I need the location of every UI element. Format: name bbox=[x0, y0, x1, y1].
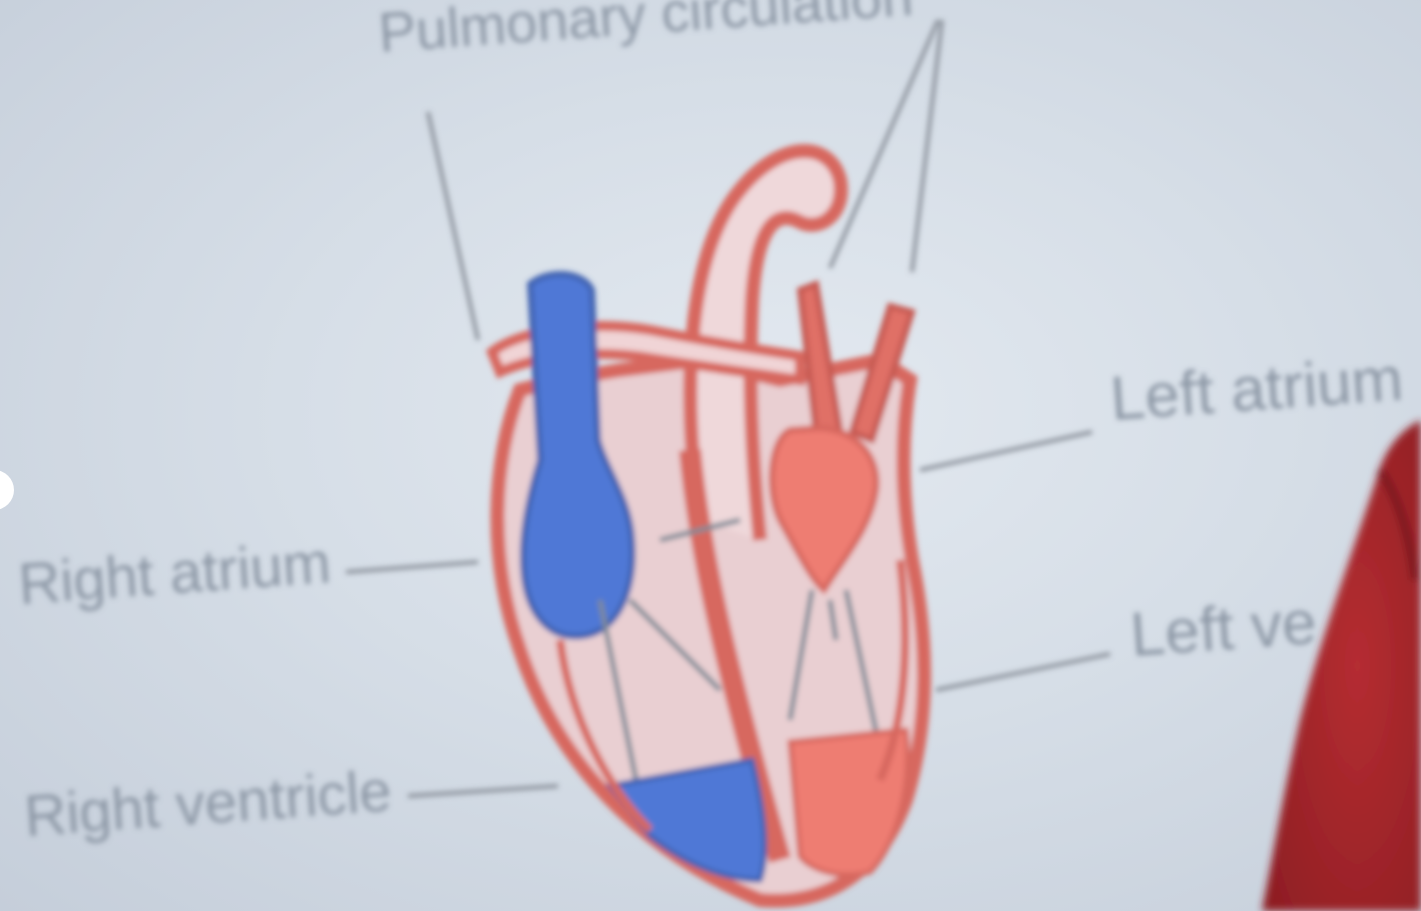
label-left-ventricle: Left ve bbox=[1128, 588, 1318, 670]
pointer-pulmonary-right bbox=[912, 20, 942, 272]
label-left-atrium: Left atrium bbox=[1108, 345, 1405, 434]
edge-marker-icon bbox=[0, 470, 14, 510]
label-right-atrium: Right atrium bbox=[16, 530, 332, 617]
label-right-ventricle: Right ventricle bbox=[22, 758, 393, 848]
presenter bbox=[1262, 420, 1421, 911]
pointer-right-ventricle bbox=[408, 786, 558, 796]
pointer-pulmonary-mid bbox=[830, 20, 938, 268]
pointer-left-ventricle bbox=[936, 654, 1110, 690]
pointer-left-atrium bbox=[920, 432, 1092, 470]
pointer-right-atrium bbox=[346, 562, 478, 572]
heart-illustration bbox=[492, 151, 924, 901]
label-pulmonary-circulation: Pulmonary circulation bbox=[376, 0, 914, 64]
pointer-pulmonary-left bbox=[428, 112, 478, 340]
